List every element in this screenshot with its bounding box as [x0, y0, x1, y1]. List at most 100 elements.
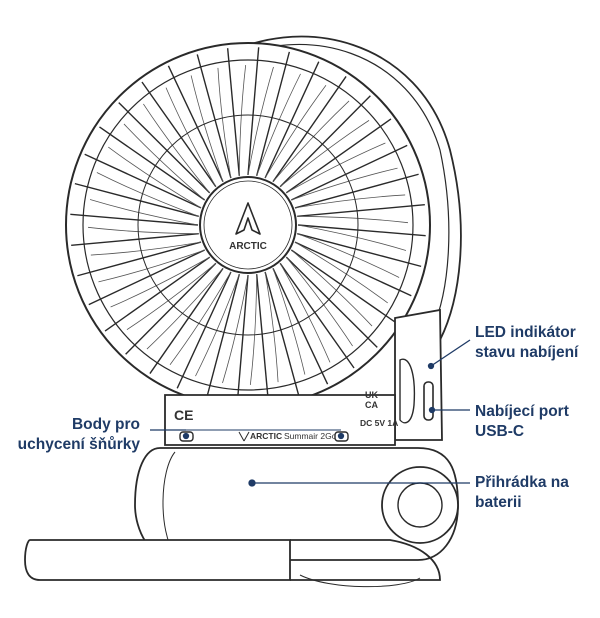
fan-rib: [297, 203, 425, 218]
battery-compartment: [134, 447, 459, 561]
fan-blade-edge: [87, 226, 199, 235]
callout-line-led: [430, 339, 471, 367]
fan-hub: [199, 176, 297, 274]
label-usb-port: Nabíjecí port USB-C: [475, 402, 569, 442]
fan-blade-edge: [272, 268, 306, 375]
label-usb-line2: USB-C: [475, 423, 525, 440]
label-usb-line1: Nabíjecí port: [475, 403, 569, 420]
fan-rib: [255, 274, 270, 402]
fan-rib: [285, 256, 378, 348]
fan-rib: [74, 182, 199, 217]
label-led-line1: LED indikátor: [475, 324, 576, 341]
fan-rib: [176, 271, 232, 389]
usb-c-port: [423, 381, 434, 421]
fan-rib: [279, 95, 371, 188]
fan-blade-edge: [126, 262, 217, 330]
svg-text:CA: CA: [365, 400, 378, 410]
fan-blade-edge: [297, 224, 407, 251]
fan-rib: [77, 241, 202, 277]
fan-rib: [294, 173, 419, 209]
fan-rib: [256, 51, 291, 176]
callout-dot-led: [427, 362, 435, 370]
fan-blade-edge: [294, 194, 406, 209]
fan-rib: [264, 61, 320, 179]
hub-brand-text: ARCTIC: [229, 241, 267, 252]
fan-rib: [290, 249, 397, 324]
fan-blade-edge: [90, 241, 202, 256]
fan-blade-edge: [146, 268, 224, 350]
fan-blade-edge: [294, 241, 388, 304]
fan-rib: [226, 48, 241, 176]
fan-blade-edge: [291, 249, 373, 327]
fan-blade-edge: [279, 120, 370, 188]
label-led-indicator: LED indikátor stavu nabíjení: [475, 323, 578, 363]
fan-cage-inner-ring: [82, 59, 414, 391]
callout-dot-usb: [428, 406, 436, 414]
base-logo: ARCTIC Summair 2Go: [238, 431, 337, 442]
label-battery-line1: Přihrádka na: [475, 474, 569, 491]
fan-blade-edge: [264, 85, 327, 179]
label-led-line2: stavu nabíjení: [475, 344, 579, 361]
fan-blade-edge: [169, 271, 232, 365]
fan-blade-edge: [272, 100, 350, 182]
fan-rib: [141, 81, 217, 188]
fan-blade-edge: [285, 256, 353, 347]
fan-blade-edge: [279, 263, 331, 363]
fan-blade-edge: [217, 67, 232, 179]
fan-rib: [149, 267, 224, 374]
fan-blade-edge: [247, 66, 274, 176]
fan-blade-edge: [143, 103, 211, 194]
fan-rib: [279, 262, 355, 369]
fan-rib: [272, 76, 347, 183]
fan-blade-edge: [108, 146, 202, 209]
uk-mark: UK: [365, 390, 378, 400]
label-lanyard-line1: Body pro: [71, 416, 140, 433]
fan-cage-mid-ring: [137, 114, 359, 336]
power-rating-text: DC 5V 1A: [360, 418, 398, 428]
fan-rib: [84, 153, 202, 209]
fan-foot: [24, 539, 291, 581]
fan-blade-edge: [238, 64, 247, 176]
fan-blade-edge: [286, 142, 386, 194]
fan-blade-edge: [249, 274, 258, 386]
arctic-logo: ARCTIC: [229, 202, 267, 252]
fan-blade-edge: [297, 233, 400, 278]
fan-rib: [205, 274, 240, 399]
base-brand-text: ARCTIC: [250, 431, 282, 441]
fan-blade-edge: [256, 73, 301, 176]
base-model-text: Summair 2Go: [284, 431, 337, 441]
fan-rib: [118, 102, 211, 194]
fan-blade-edge: [195, 274, 240, 377]
callout-dot-lanyard: [182, 432, 190, 440]
fan-rib: [104, 256, 211, 332]
fan-rib: [88, 249, 205, 306]
fan-rib: [264, 271, 300, 396]
fan-blade-edge: [123, 123, 205, 201]
fan-rib: [297, 224, 426, 237]
fan-blade-edge: [297, 215, 409, 224]
fan-rib: [272, 268, 329, 385]
fan-side-panel: [394, 308, 443, 441]
label-lanyard: Body pro uchycení šňůrky: [0, 415, 140, 455]
fan-rib: [294, 241, 412, 297]
fan-rib: [196, 54, 232, 179]
fan-blade-edge: [222, 274, 249, 384]
callout-dot-battery: [248, 479, 256, 487]
fan-rib: [297, 233, 422, 268]
label-battery: Přihrádka na baterii: [475, 473, 569, 513]
fan-rib: [236, 274, 249, 403]
battery-end-cap: [381, 466, 459, 544]
fan-blade-edge: [89, 199, 199, 226]
fan-rib: [285, 118, 392, 194]
label-lanyard-line2: uchycení šňůrky: [17, 436, 140, 453]
fan-blade-edge: [98, 249, 205, 283]
fan-rib: [291, 144, 408, 201]
fan-blade-edge: [291, 167, 398, 201]
fan-rib: [71, 232, 199, 247]
fan-blade-edge: [96, 172, 199, 217]
callout-dot-lanyard-2: [337, 432, 345, 440]
fan-rib: [167, 65, 224, 182]
fan-blade-edge: [165, 87, 217, 187]
